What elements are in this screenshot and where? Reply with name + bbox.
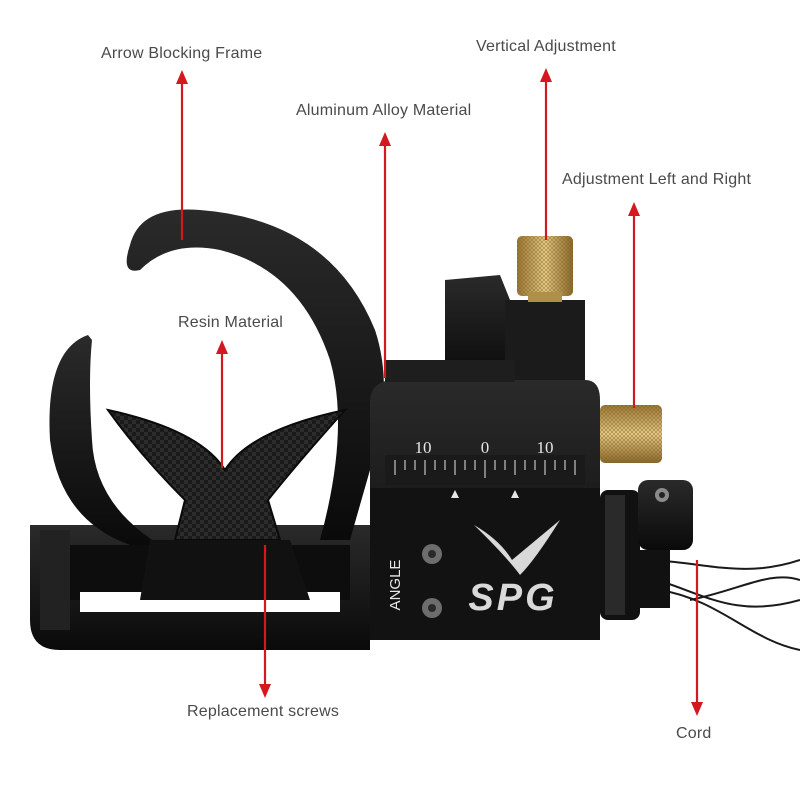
annotation-arrows xyxy=(176,68,703,716)
label-arrow-blocking-frame: Arrow Blocking Frame xyxy=(101,45,263,62)
scale-center-label: 0 xyxy=(481,438,490,457)
cord-clamp xyxy=(630,480,693,608)
angle-label: ANGLE xyxy=(387,560,404,611)
spg-logo: SPG xyxy=(468,520,560,619)
arrow-blocking-frame xyxy=(49,209,384,545)
label-aluminum-alloy-material: Aluminum Alloy Material xyxy=(296,102,472,119)
angle-screws: ANGLE xyxy=(387,544,442,618)
angle-scale: 10 0 10 xyxy=(385,438,585,498)
scale-left-label: 10 xyxy=(415,438,432,457)
label-resin-material: Resin Material xyxy=(178,314,284,331)
horizontal-adjustment-knob xyxy=(600,405,662,463)
label-vertical-adjustment: Vertical Adjustment xyxy=(476,38,616,55)
label-cord: Cord xyxy=(676,725,712,742)
resin-launcher xyxy=(105,408,348,600)
bird-logo-icon xyxy=(474,520,560,575)
vertical-block xyxy=(385,275,585,382)
scale-right-label: 10 xyxy=(537,438,554,457)
label-replacement-screws: Replacement screws xyxy=(187,703,340,720)
vertical-adjustment-knob xyxy=(517,236,573,302)
label-adjustment-left-right: Adjustment Left and Right xyxy=(562,171,752,188)
brand-text: SPG xyxy=(468,577,557,619)
